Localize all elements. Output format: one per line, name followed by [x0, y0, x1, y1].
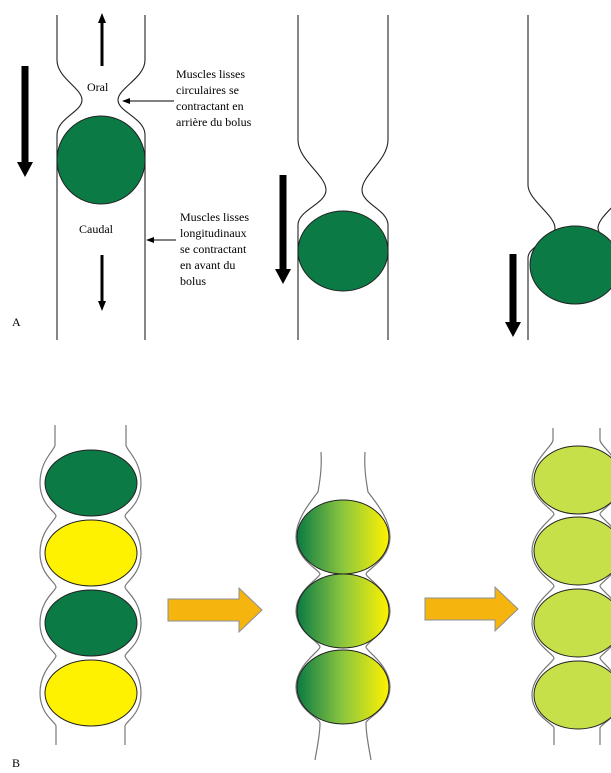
longitudinal-pointer-head: [146, 237, 154, 243]
tube-3-right-wall: [597, 207, 611, 243]
bolus-tube-3: [529, 225, 611, 305]
gut-col-2-right-wall: [364, 451, 391, 761]
transition-arrow-1: [167, 586, 263, 634]
bolus-tube-2: [297, 210, 389, 292]
gut-col-3-left-wall: [531, 428, 555, 745]
tube-1-left-wall: [56, 15, 83, 340]
tube-3-left-wall: [527, 15, 556, 340]
longitudinal-muscle-note: Muscles lisses longitudinaux se contract…: [180, 210, 252, 288]
tube-1-right-wall: [117, 15, 146, 340]
gut-col-2-left-wall: [295, 451, 322, 761]
bolus-col-2-mixing-1: [296, 499, 390, 575]
bolus-col-2-mixing-2: [296, 573, 390, 649]
label-caudal: Caudal: [79, 222, 114, 236]
caudal-down-arrow-head: [98, 301, 106, 311]
bolus-col-3-mixed-2: [533, 516, 611, 586]
tube-2-left-wall: [297, 15, 327, 340]
gut-col-3-right-wall: [599, 428, 611, 745]
circular-muscle-note: Muscles lisses circulaires se contractan…: [176, 67, 252, 129]
big-down-arrow-a3-head: [505, 322, 521, 337]
panel-b-letter: B: [12, 756, 20, 770]
bolus-col-3-mixed-1: [533, 445, 611, 515]
bolus-col-1-green-1: [44, 449, 138, 517]
bolus-col-1-green-2: [44, 589, 138, 657]
big-down-arrow-a2-head: [275, 269, 291, 284]
bolus-col-1-yellow-2: [44, 659, 138, 727]
circular-pointer-head: [122, 98, 130, 104]
panel-b: B: [12, 425, 611, 770]
bolus-tube-1: [56, 115, 146, 205]
gut-col-1-left-wall: [39, 425, 57, 745]
label-oral: Oral: [87, 80, 109, 94]
bolus-col-2-mixing-3: [296, 649, 390, 725]
bolus-col-1-yellow-1: [44, 519, 138, 587]
big-down-arrow-a1-head: [17, 162, 33, 177]
transition-arrow-2: [424, 585, 519, 633]
gut-col-1-right-wall: [124, 425, 142, 745]
panel-a-letter: A: [12, 315, 21, 329]
bolus-col-3-mixed-4: [533, 660, 611, 730]
bolus-col-3-mixed-3: [533, 588, 611, 658]
oral-up-arrow-head: [98, 13, 106, 23]
panel-a: Oral Caudal Muscles lisses circulaires s…: [12, 13, 611, 340]
tube-2-right-wall: [361, 15, 389, 340]
